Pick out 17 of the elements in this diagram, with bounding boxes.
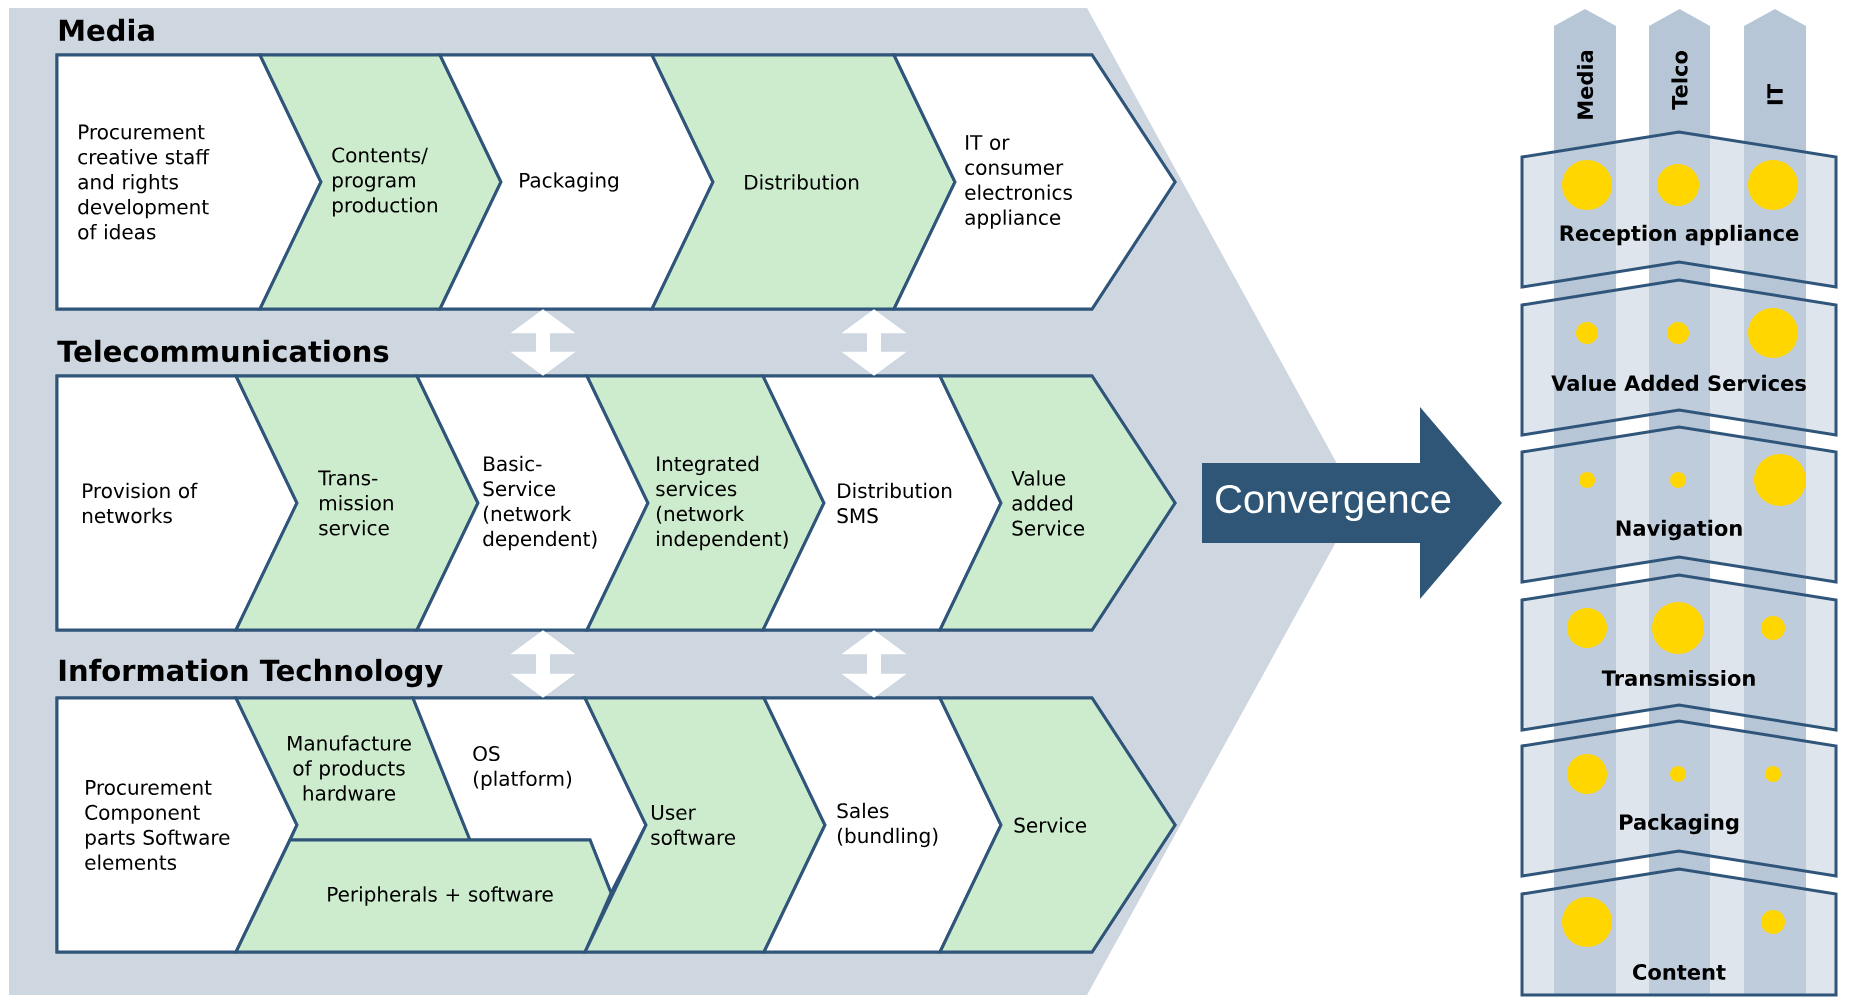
chevron-box: Service <box>937 696 1177 954</box>
chevron-box: Distribution <box>649 53 957 311</box>
double-arrow <box>510 630 576 698</box>
row-heading: Telecommunications <box>57 339 389 363</box>
chevron-box: Sales (bundling) <box>761 696 1003 954</box>
chevron-box: User software <box>582 696 827 954</box>
chevron-box: Trans- mission service <box>233 374 480 632</box>
double-arrow <box>841 630 907 698</box>
chevron-box: Packaging <box>437 53 715 311</box>
chevron-box: Basic- Service (network dependent) <box>414 374 650 632</box>
row-heading: Information Technology <box>59 658 443 688</box>
row-heading: Media <box>59 18 154 42</box>
double-arrow <box>841 309 907 376</box>
chevron-box: Provision of networks <box>55 374 299 632</box>
chevron-box: Contents/ program production <box>257 53 503 311</box>
chevron-box: IT or consumer electronics appliance <box>891 53 1177 311</box>
double-arrow <box>510 309 576 376</box>
